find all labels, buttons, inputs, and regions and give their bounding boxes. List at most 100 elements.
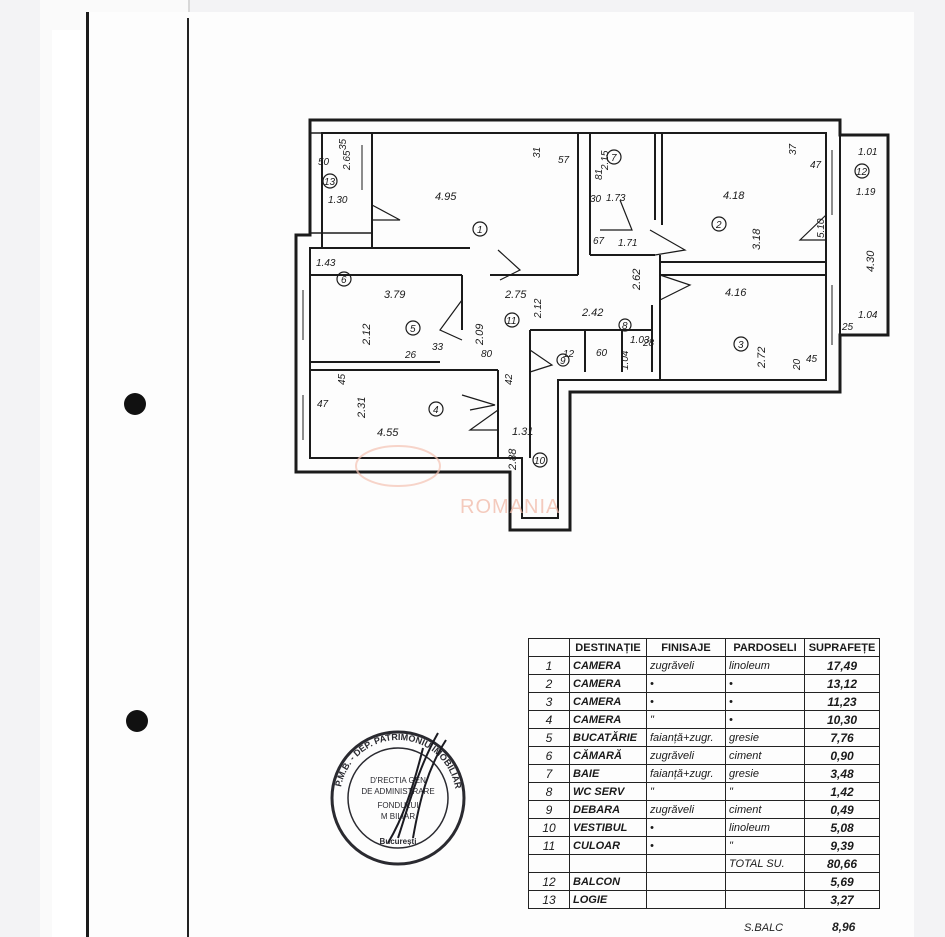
legend-cell-dest: CULOAR	[569, 836, 647, 855]
legend-cell-sup: 3,48	[804, 764, 880, 783]
stamp-line4: M BILIAR	[381, 812, 415, 821]
dim-104b: 1.04	[620, 350, 631, 370]
dim-r2-depth: 3.18	[751, 228, 763, 250]
dim-r3-depth: 2.72	[756, 347, 768, 369]
header-finisaje: FINISAJE	[646, 638, 726, 657]
dim-103: 1.03	[630, 335, 650, 346]
stamp-city: București	[380, 837, 417, 846]
dim-corr-width: 2.75	[504, 289, 527, 301]
dim-r4-width: 4.55	[377, 427, 399, 439]
legend-cell-par	[725, 890, 805, 909]
dim-104: 1.04	[858, 310, 878, 321]
legend-cell-nr: 5	[528, 728, 570, 747]
legend-cell-dest: LOGIE	[569, 890, 647, 909]
legend-cell-par: linoleum	[725, 656, 805, 675]
dim-45b: 45	[806, 354, 818, 365]
legend-cell-par: gresie	[725, 728, 805, 747]
logia-outline	[309, 132, 373, 234]
legend-cell-par: "	[725, 836, 805, 855]
legend-cell-sup: 5,08	[804, 818, 880, 837]
dim-31: 31	[532, 147, 543, 158]
room-num-7: 7	[611, 153, 617, 164]
dim-balcony-depth: 4.30	[865, 250, 877, 272]
legend-cell-nr: 1	[528, 656, 570, 675]
dim-25: 25	[841, 322, 854, 333]
legend-cell-nr: 9	[528, 800, 570, 819]
room-num-10: 10	[534, 456, 546, 467]
dim-20: 20	[792, 358, 803, 371]
dim-vest-depth: 2.88	[507, 448, 519, 471]
stamp-line3: FONDULUI	[378, 801, 419, 810]
legend-cell-fin: •	[646, 692, 726, 711]
room-num-4: 4	[433, 405, 439, 416]
dim-r7-width: 1.73	[606, 193, 626, 204]
legend-cell-par: •	[725, 674, 805, 693]
legend-cell-sup: 17,49	[804, 656, 880, 675]
room-legend-table: DESTINAȚIE FINISAJE PARDOSELI SUPRAFEȚE …	[528, 638, 880, 909]
dim-60: 60	[596, 348, 608, 359]
legend-cell-sup: 0,49	[804, 800, 880, 819]
dim-r7-depth: 2.15	[600, 150, 611, 171]
stamp-line2: DE ADMINISTRARE	[361, 787, 434, 796]
legend-cell-nr: 11	[528, 836, 570, 855]
page-margin-line	[187, 18, 189, 937]
legend-cell-fin: "	[646, 710, 726, 729]
official-stamp: P.M.B. - DEP. PATRIMONIU IMOBILIAR D'REC…	[330, 730, 466, 866]
room-num-5: 5	[410, 324, 416, 335]
legend-cell-nr	[528, 854, 570, 873]
dim-45a: 45	[337, 373, 348, 385]
legend-cell-dest: DEBARA	[569, 800, 647, 819]
dim-50: 50	[318, 157, 330, 168]
legend-cell-par: ciment	[725, 746, 805, 765]
room-num-6: 6	[341, 275, 347, 286]
dim-35: 35	[338, 138, 349, 150]
dim-47b: 47	[317, 399, 329, 410]
legend-cell-par	[725, 872, 805, 891]
room-num-11: 11	[506, 316, 516, 327]
legend-cell-sup: 3,27	[804, 890, 880, 909]
dim-r2-width: 4.18	[723, 190, 745, 202]
sbalc-label: S.BALC	[744, 922, 784, 934]
room-num-3: 3	[738, 340, 744, 351]
dim-r1-width: 4.95	[435, 191, 457, 203]
legend-cell-fin: zugrăveli	[646, 746, 726, 765]
dim-r3-width: 4.16	[725, 287, 747, 299]
dim-171: 1.71	[618, 238, 637, 249]
room-num-13: 13	[324, 177, 336, 188]
legend-cell-fin: •	[646, 818, 726, 837]
legend-cell-fin	[646, 854, 726, 873]
legend-cell-nr: 8	[528, 782, 570, 801]
dim-510: 5.10	[816, 218, 827, 238]
legend-cell-dest: WC SERV	[569, 782, 647, 801]
legend-cell-sup: 13,12	[804, 674, 880, 693]
dim-47: 47	[810, 160, 822, 171]
legend-cell-nr: 7	[528, 764, 570, 783]
dim-logia-depth: 2.65	[342, 150, 353, 171]
legend-cell-dest: CĂMARĂ	[569, 746, 647, 765]
legend-cell-dest: CAMERA	[569, 656, 647, 675]
legend-cell-fin: •	[646, 836, 726, 855]
dim-balcony-width: 1.19	[856, 187, 876, 198]
legend-cell-sup: 9,39	[804, 836, 880, 855]
legend-cell-dest: CAMERA	[569, 710, 647, 729]
legend-cell-fin: •	[646, 674, 726, 693]
legend-cell-dest	[569, 854, 647, 873]
outer-wall	[294, 118, 890, 532]
dim-hall-width: 2.42	[581, 307, 603, 319]
legend-cell-nr: 12	[528, 872, 570, 891]
legend-cell-par: "	[725, 782, 805, 801]
dim-28: 28	[642, 338, 655, 349]
legend-cell-par: ciment	[725, 800, 805, 819]
legend-cell-par: gresie	[725, 764, 805, 783]
sbalc-value: 8,96	[832, 920, 856, 934]
